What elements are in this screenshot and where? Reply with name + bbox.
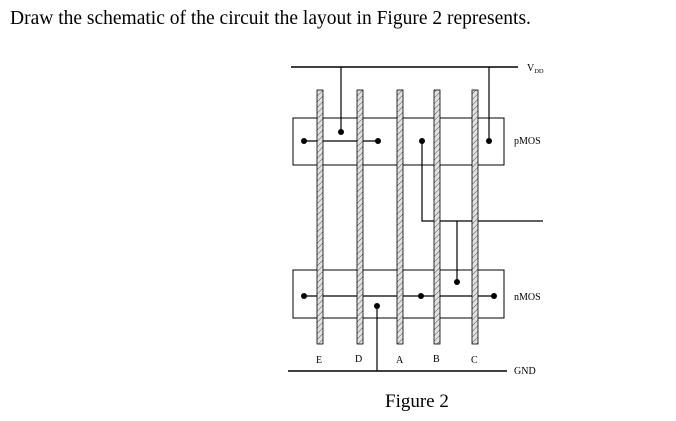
gate-label-e: E: [316, 355, 322, 366]
gate-label-b: B: [433, 354, 440, 365]
contact-dot: [301, 293, 307, 299]
output-wire: [421, 141, 543, 222]
contact-dot: [486, 138, 492, 144]
poly-gate-d: [356, 89, 364, 345]
contact-dot: [419, 138, 425, 144]
contact-dot: [338, 129, 344, 135]
gate-label-c: C: [471, 355, 478, 366]
gate-label-a: A: [396, 355, 404, 366]
figure-caption: Figure 2: [385, 391, 449, 412]
contact-dot: [454, 279, 460, 285]
contact-dot: [301, 138, 307, 144]
poly-gate-a: [396, 89, 404, 345]
gate-label-d: D: [355, 354, 362, 365]
poly-gate-c: [471, 89, 479, 345]
vdd-label: VDD: [527, 63, 544, 75]
contact-dot: [374, 303, 380, 309]
pmos-label: pMOS: [514, 136, 541, 147]
poly-gate-b: [433, 89, 441, 345]
contact-dot: [375, 138, 381, 144]
contact-dot: [418, 293, 424, 299]
gnd-label: GND: [514, 366, 536, 377]
contact-dot: [491, 293, 497, 299]
nmos-label: nMOS: [514, 292, 541, 303]
poly-gate-e: [316, 89, 324, 345]
question-text: Draw the schematic of the circuit the la…: [10, 8, 531, 29]
